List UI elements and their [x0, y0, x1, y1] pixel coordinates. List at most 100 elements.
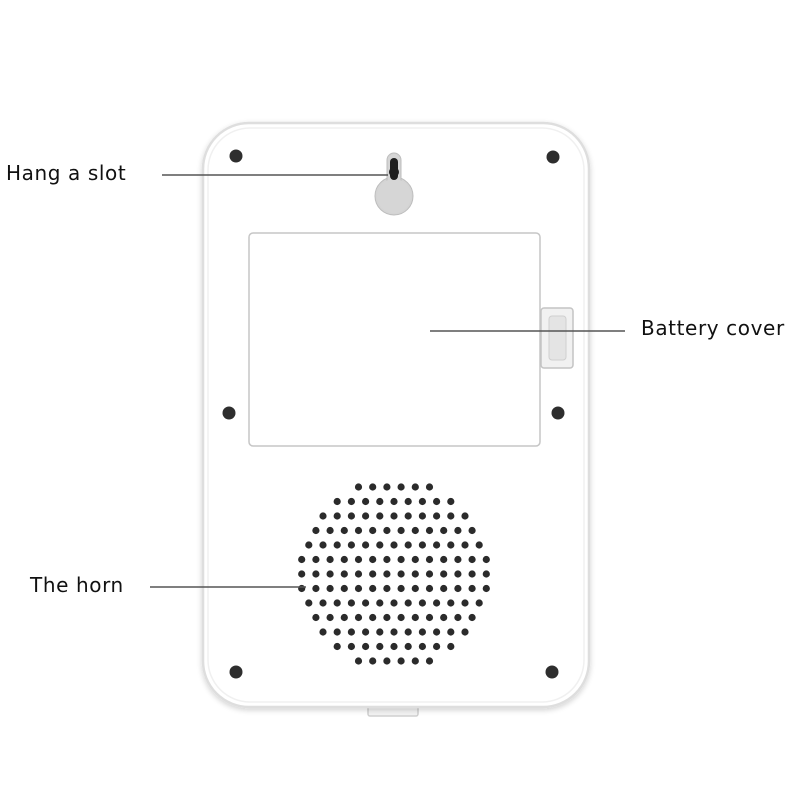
speaker-hole: [347, 642, 355, 651]
speaker-hole: [347, 599, 355, 607]
speaker-hole: [425, 526, 434, 535]
speaker-hole: [440, 584, 448, 593]
speaker-hole: [418, 642, 426, 651]
speaker-hole: [312, 526, 320, 535]
speaker-hole: [461, 512, 469, 520]
speaker-hole: [362, 541, 370, 549]
speaker-hole: [319, 541, 327, 549]
speaker-hole: [418, 599, 426, 607]
speaker-hole: [354, 483, 363, 491]
speaker-hole: [347, 497, 355, 506]
speaker-hole: [326, 570, 334, 578]
speaker-hole: [418, 628, 426, 636]
speaker-hole: [397, 555, 405, 564]
speaker-hole: [433, 541, 441, 549]
speaker-hole: [404, 628, 412, 636]
speaker-hole: [369, 584, 377, 593]
speaker-hole: [390, 642, 398, 651]
speaker-hole: [354, 526, 363, 535]
speaker-hole: [447, 541, 455, 549]
speaker-hole: [369, 657, 377, 665]
speaker-hole: [298, 584, 306, 593]
speaker-hole: [354, 657, 363, 665]
speaker-hole: [447, 628, 455, 636]
speaker-hole: [347, 628, 355, 636]
speaker-hole: [447, 512, 455, 520]
speaker-hole: [376, 512, 384, 520]
screw-hole: [222, 406, 236, 420]
speaker-hole: [376, 599, 384, 607]
speaker-hole: [390, 512, 398, 520]
screw-hole: [551, 406, 565, 420]
speaker-hole: [411, 526, 419, 535]
speaker-hole: [411, 555, 419, 564]
speaker-hole: [312, 555, 320, 564]
speaker-hole: [326, 526, 334, 535]
speaker-hole: [298, 570, 306, 578]
speaker-hole: [425, 613, 434, 622]
screw-hole: [545, 665, 559, 679]
speaker-hole: [440, 570, 448, 578]
screw-holes: [222, 149, 565, 679]
speaker-hole: [475, 541, 483, 549]
speaker-hole: [369, 483, 377, 491]
speaker-hole: [362, 642, 370, 651]
speaker-hole: [369, 570, 377, 578]
speaker-hole: [454, 613, 462, 622]
speaker-hole: [354, 584, 363, 593]
speaker-hole: [326, 584, 334, 593]
speaker-hole: [468, 570, 476, 578]
speaker-hole: [425, 584, 434, 593]
speaker-hole: [319, 512, 327, 520]
speaker-hole: [376, 541, 384, 549]
speaker-hole: [404, 599, 412, 607]
speaker-grille: [298, 483, 490, 665]
speaker-hole: [319, 628, 327, 636]
speaker-hole: [425, 483, 434, 491]
speaker-hole: [362, 628, 370, 636]
hang-slot: [374, 152, 414, 216]
speaker-hole: [362, 599, 370, 607]
speaker-hole: [383, 657, 391, 665]
battery-latch: [540, 307, 574, 369]
speaker-hole: [383, 555, 391, 564]
speaker-hole: [333, 497, 341, 506]
speaker-hole: [468, 613, 476, 622]
speaker-hole: [447, 599, 455, 607]
speaker-hole: [326, 555, 334, 564]
speaker-hole: [340, 570, 348, 578]
speaker-hole: [482, 555, 490, 564]
speaker-hole: [383, 483, 391, 491]
speaker-hole: [418, 497, 426, 506]
speaker-hole: [397, 657, 405, 665]
speaker-hole: [404, 512, 412, 520]
speaker-hole: [454, 584, 462, 593]
speaker-hole: [362, 497, 370, 506]
speaker-hole: [305, 541, 313, 549]
speaker-hole: [333, 512, 341, 520]
speaker-hole: [404, 497, 412, 506]
speaker-hole: [468, 526, 476, 535]
speaker-hole: [347, 512, 355, 520]
speaker-hole: [319, 599, 327, 607]
speaker-hole: [475, 599, 483, 607]
speaker-hole: [482, 584, 490, 593]
speaker-hole: [298, 555, 306, 564]
speaker-hole: [362, 512, 370, 520]
speaker-hole: [454, 526, 462, 535]
speaker-hole: [312, 613, 320, 622]
speaker-hole: [340, 613, 348, 622]
speaker-hole: [425, 555, 434, 564]
speaker-hole: [440, 613, 448, 622]
speaker-hole: [468, 555, 476, 564]
speaker-hole: [397, 483, 405, 491]
speaker-hole: [390, 541, 398, 549]
speaker-hole: [369, 613, 377, 622]
speaker-hole: [433, 497, 441, 506]
speaker-hole: [369, 555, 377, 564]
speaker-hole: [347, 541, 355, 549]
speaker-hole: [411, 483, 419, 491]
speaker-hole: [312, 584, 320, 593]
speaker-hole: [411, 657, 419, 665]
